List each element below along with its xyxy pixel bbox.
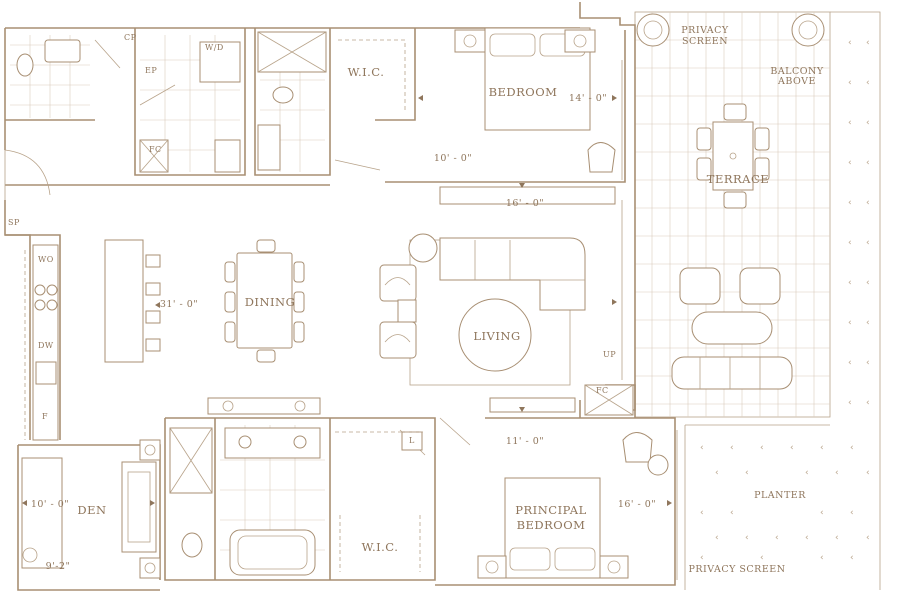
svg-text:‹: ‹ [760,553,764,563]
svg-text:‹: ‹ [866,198,870,208]
svg-text:‹: ‹ [848,318,852,328]
svg-text:‹: ‹ [848,38,852,48]
dim-dining-length: 31' - 0" [160,299,198,310]
dim-den-depth: 9'-2" [46,561,71,572]
svg-text:‹: ‹ [866,278,870,288]
plumbing-fixtures [16,31,634,576]
svg-text:‹: ‹ [820,443,824,453]
tag-l: L [409,436,415,445]
svg-text:‹: ‹ [730,508,734,518]
svg-text:‹: ‹ [850,443,854,453]
note-up: UP [603,350,616,359]
room-label-bedroom: BEDROOM [489,85,558,99]
principal-bedroom-furniture [207,397,669,579]
room-label-principal-2: BEDROOM [517,518,586,532]
svg-text:‹: ‹ [848,278,852,288]
tag-wd: W/D [205,43,224,52]
svg-text:‹: ‹ [866,358,870,368]
windows [621,60,678,580]
room-labels: BEDROOM W.I.C. TERRACE DINING LIVING DEN… [77,65,806,554]
svg-text:‹: ‹ [848,78,852,88]
svg-text:‹: ‹ [866,398,870,408]
note-balcony-above-1: BALCONY [770,66,824,77]
doors [4,39,471,456]
svg-text:‹: ‹ [866,238,870,248]
dim-den-width: 10' - 0" [31,499,69,510]
svg-text:‹: ‹ [730,443,734,453]
svg-text:‹: ‹ [848,158,852,168]
planter-area: ‹ ‹ ‹ ‹ ‹ ‹ ‹ ‹ ‹ ‹ ‹ ‹ ‹ ‹ ‹ ‹ ‹ ‹ ‹ ‹ ‹ ‹ ‹ ‹ ‹ ‹ ‹ ‹ ‹… [684,11,881,590]
svg-text:‹: ‹ [700,553,704,563]
svg-text:‹: ‹ [850,508,854,518]
svg-text:‹: ‹ [866,38,870,48]
svg-text:‹: ‹ [850,553,854,563]
svg-text:‹: ‹ [805,468,809,478]
svg-text:‹: ‹ [820,508,824,518]
equipment-tags: CP EP W/D FC SP WO DW F FC L [8,33,609,445]
tag-f: F [42,412,48,421]
dim-principal-depth: 16' - 0" [618,499,656,510]
den-furniture [21,439,161,579]
dimension-labels: 14' - 0" 10' - 0" 16' - 0" 31' - 0" 11' … [31,93,656,572]
svg-text:‹: ‹ [835,468,839,478]
room-label-dining: DINING [245,295,296,309]
living-furniture [379,186,616,413]
tag-cp: CP [124,33,137,42]
svg-text:‹: ‹ [745,533,749,543]
svg-text:‹: ‹ [835,533,839,543]
svg-text:‹: ‹ [848,198,852,208]
room-label-principal-1: PRINCIPAL [515,503,586,517]
tag-ep: EP [145,66,157,75]
kitchen [32,239,161,441]
closet-rails [24,39,425,572]
svg-text:‹: ‹ [848,118,852,128]
dim-living-width: 16' - 0" [506,198,544,209]
svg-text:‹: ‹ [790,443,794,453]
dim-bedroom-depth: 14' - 0" [569,93,607,104]
bedroom-furniture [454,27,616,173]
room-label-planter: PLANTER [754,490,806,501]
svg-text:‹: ‹ [775,533,779,543]
svg-text:‹: ‹ [866,118,870,128]
tag-fc-mid: FC [596,386,609,395]
note-privacy-screen-top-2: SCREEN [682,36,728,47]
svg-text:‹: ‹ [866,533,870,543]
room-label-terrace: TERRACE [707,172,769,186]
svg-text:‹: ‹ [848,398,852,408]
svg-text:‹: ‹ [866,78,870,88]
room-label-living: LIVING [473,329,520,343]
dining-table [224,239,305,363]
svg-text:‹: ‹ [700,508,704,518]
svg-text:‹: ‹ [848,358,852,368]
interior-walls [4,2,676,591]
room-label-wic-top: W.I.C. [348,65,385,79]
svg-text:‹: ‹ [745,468,749,478]
svg-text:‹: ‹ [820,553,824,563]
svg-text:‹: ‹ [715,468,719,478]
svg-text:‹: ‹ [700,443,704,453]
svg-text:‹: ‹ [866,158,870,168]
tag-dw: DW [38,341,54,350]
svg-text:‹: ‹ [715,533,719,543]
svg-text:‹: ‹ [866,318,870,328]
svg-text:‹: ‹ [866,468,870,478]
dim-bedroom-width: 10' - 0" [434,153,472,164]
note-balcony-above-2: ABOVE [777,76,816,87]
note-privacy-screen-top-1: PRIVACY [681,25,729,36]
svg-text:‹: ‹ [760,443,764,453]
terrace-furniture [636,13,825,390]
dimension-arrows [22,95,672,506]
tag-sp: SP [8,218,20,227]
room-label-den: DEN [77,503,106,517]
dim-principal-width: 11' - 0" [506,436,544,447]
note-privacy-screen-bottom: PRIVACY SCREEN [688,564,785,575]
plan-notes: PRIVACY SCREEN BALCONY ABOVE PRIVACY SCR… [603,25,824,575]
terrace-paving [634,11,831,418]
room-label-wic-bottom: W.I.C. [362,540,399,554]
svg-text:‹: ‹ [805,533,809,543]
svg-text:‹: ‹ [848,238,852,248]
tag-wo: WO [38,255,54,264]
tag-fc-top: FC [149,145,162,154]
